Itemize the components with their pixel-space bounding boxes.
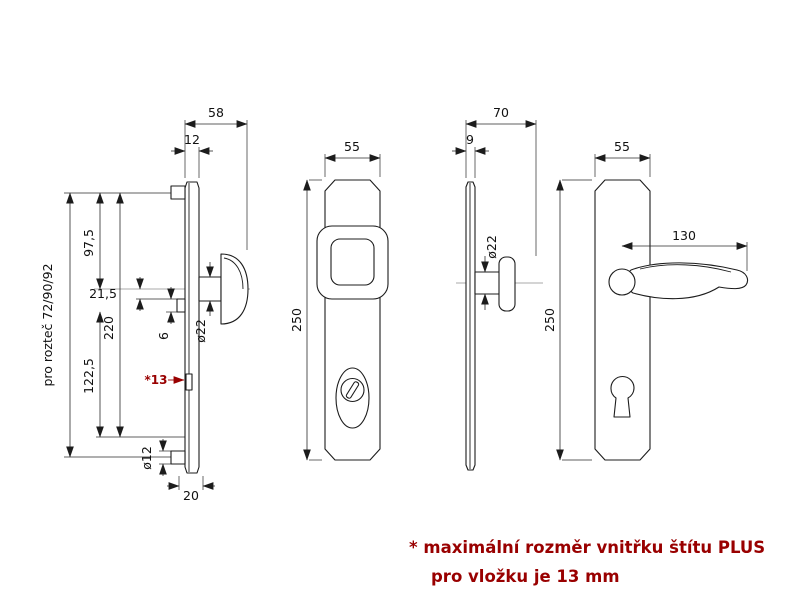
- dimension-lines: [556, 154, 748, 461]
- cylinder-recess-detail: [185, 373, 193, 391]
- view-interior-side: 70 9 ø22: [452, 105, 543, 471]
- euro-cylinder-keyhole: [610, 376, 635, 418]
- dim-122-5-label: 122,5: [81, 358, 96, 394]
- view-exterior-side: 58 12 pro rozteč 72/90/92 220 97,5 21,5 …: [40, 105, 250, 503]
- dimension-lines: [303, 154, 381, 461]
- view-interior-front: 55 250 130: [542, 139, 749, 461]
- plate-side-outline: [465, 181, 476, 471]
- escutcheon-slot: [345, 381, 360, 399]
- knob-profile: [220, 253, 249, 325]
- plate-front-outline: [594, 179, 651, 461]
- view-exterior-front: 55 250: [289, 139, 389, 461]
- dim-20-label: 20: [183, 488, 199, 503]
- dim-250-label: 250: [289, 308, 304, 332]
- footnote-line1: * maximální rozměr vnitřku štítu PLUS: [409, 538, 765, 557]
- footnote: * maximální rozměr vnitřku štítu PLUS pr…: [409, 538, 765, 586]
- dim-21-5-label: 21,5: [89, 286, 117, 301]
- dim-97-5-label: 97,5: [81, 229, 96, 257]
- dim-250-label: 250: [542, 308, 557, 332]
- dim-9-label: 9: [466, 132, 474, 147]
- dimension-lines: [66, 120, 248, 490]
- dim-55-label: 55: [344, 139, 360, 154]
- dim-70-label: 70: [493, 105, 509, 120]
- knob-rosette-inner: [330, 238, 375, 286]
- dim-star13-label: *13: [145, 373, 168, 387]
- lever-handle: [626, 262, 749, 300]
- top-screw-post: [170, 185, 186, 200]
- dim-130-label: 130: [672, 228, 696, 243]
- lever-grip-end-view: [498, 256, 516, 312]
- dim-roztec-label: pro rozteč 72/90/92: [40, 263, 55, 386]
- dim-12-label: 12: [184, 132, 200, 147]
- dim-220-label: 220: [101, 316, 116, 340]
- cylinder-stub: [176, 298, 186, 313]
- extension-lines: [562, 154, 748, 461]
- lever-neck: [474, 271, 501, 295]
- dim-dia12-label: ø12: [139, 446, 154, 470]
- dim-dia22-label: ø22: [484, 235, 499, 259]
- footnote-line2: pro vložku je 13 mm: [431, 567, 620, 586]
- dim-6-label: 6: [156, 332, 171, 340]
- dimension-lines: [452, 120, 537, 310]
- lever-neck-circle: [608, 268, 636, 296]
- dim-dia22-label: ø22: [193, 319, 208, 343]
- bottom-screw-post: [170, 450, 186, 465]
- dim-55-label: 55: [614, 139, 630, 154]
- plate-side-outline: [184, 181, 200, 474]
- lever-highlight-line: [639, 264, 732, 273]
- dim-58-label: 58: [208, 105, 224, 120]
- knob-stem: [198, 276, 222, 302]
- knob-profile-arc: [223, 257, 244, 290]
